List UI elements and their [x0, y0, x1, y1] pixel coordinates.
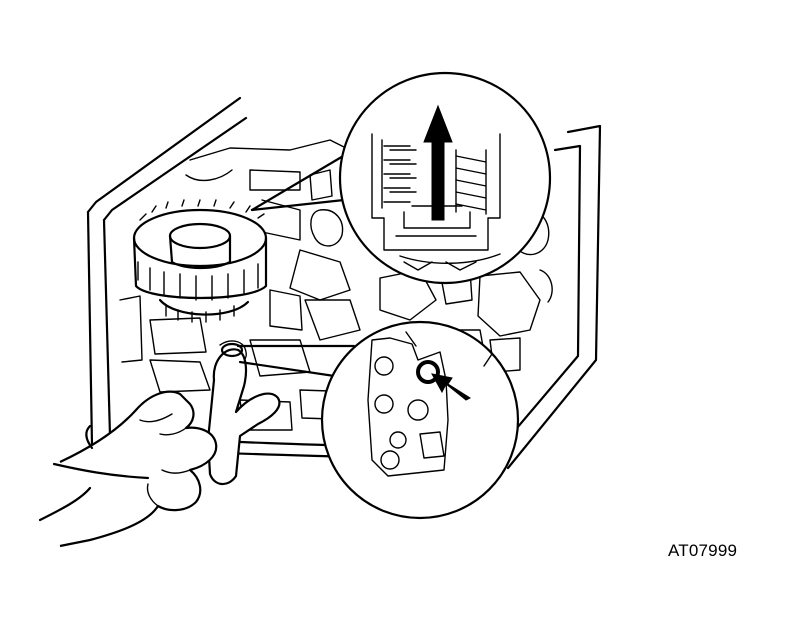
gear-drum-assembly: [132, 199, 268, 323]
hand-air-gun: [38, 342, 281, 548]
callout-clutch-piston: [250, 71, 552, 285]
callout-fluid-passage: [236, 320, 520, 520]
figure-code-label: AT07999: [668, 541, 738, 560]
